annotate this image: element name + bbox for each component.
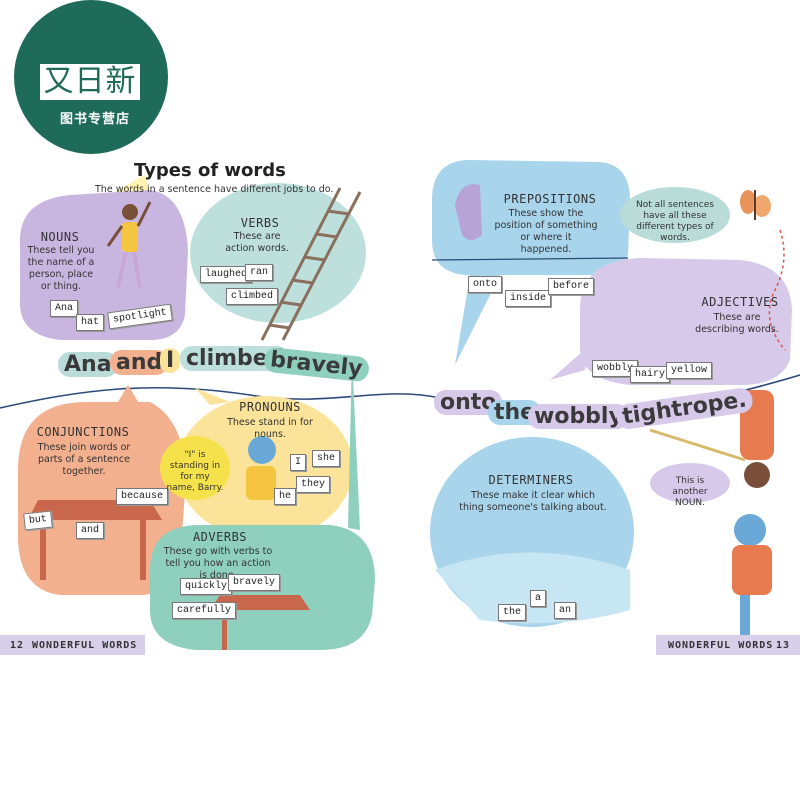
brand-logo-text: 又日新 [38,62,142,102]
leg-icon [455,184,482,240]
verbs-title: VERBS [240,216,280,230]
man-figure [732,514,772,635]
page-intro: The words in a sentence have different j… [95,184,334,195]
prepositions-desc: These show the position of something or … [494,208,598,255]
sentence-word: wobbly [528,404,629,429]
word-card: onto [468,276,503,293]
word-card: ran [245,264,274,281]
prepositions-bubble [432,160,630,275]
dancer-figure [106,201,152,289]
conjunctions-desc: These join words or parts of a sentence … [37,442,131,477]
word-card: inside [505,290,552,307]
word-card: I [290,454,307,471]
word-card: hairy [630,366,671,383]
page-number-left: 12 [10,640,25,651]
conjunctions-title: CONJUNCTIONS [36,425,130,439]
verbs-desc: These are action words. [225,231,289,254]
nouns-title: NOUNS [40,230,80,244]
word-card: before [548,278,595,295]
word-card: carefully [172,602,237,619]
word-card: she [312,450,341,467]
footer-label-right: WONDERFUL WORDS [668,640,774,651]
pronoun-note: "I" is standing in for my name, Barry. [166,450,224,493]
sentence-word: I [160,348,181,373]
word-card: climbed [226,288,279,305]
word-card: yellow [666,362,713,379]
note-bubble [620,187,730,243]
page-number-right: 13 [776,640,791,651]
prepositions-title: PREPOSITIONS [503,192,597,206]
adjectives-bubble [580,258,792,385]
footer-left-bar [0,635,145,655]
sentence-word: Ana [58,352,118,377]
pronouns-title: PRONOUNS [239,400,301,414]
word-card: he [274,488,297,505]
determiners-desc: These make it clear which thing someone'… [459,490,607,513]
determiners-title: DETERMINERS [488,473,574,487]
noun-note-bubble [650,463,730,503]
word-card: quickly [180,578,233,595]
nouns-desc: These tell you the name of a person, pla… [27,245,95,292]
pronouns-desc: These stand in for nouns. [227,417,313,440]
adverbs-desc: These go with verbs to tell you how an a… [163,546,273,581]
adverbs-title: ADVERBS [192,530,248,544]
adjectives-title: ADJECTIVES [701,295,779,309]
brand-logo-subtitle: 图书专营店 [60,112,131,127]
word-card: and [76,522,105,539]
word-card: an [554,602,577,619]
sentence-word: and [110,350,169,375]
page-title: Types of words [134,160,286,181]
word-card: because [116,488,169,505]
ladder-icon [260,187,362,341]
noun-note: This is another NOUN. [672,476,708,508]
table-icon [28,500,162,580]
word-card: wobbly [592,360,639,377]
footer-label-left: WONDERFUL WORDS [32,640,138,651]
boy-figure [246,436,276,500]
word-card: they [296,476,331,493]
footer-right-bar [656,635,800,655]
word-card: hat [76,314,105,331]
word-card: bravely [228,574,281,591]
word-card: a [530,590,547,607]
adjectives-desc: These are describing words. [695,312,779,335]
speech-bubble [160,436,230,500]
butterfly-icon [740,190,771,220]
word-card: Ana [50,300,79,317]
word-card: but [23,510,53,531]
word-card: the [498,604,527,621]
sentence-note: Not all sentences have all these differe… [636,200,714,243]
